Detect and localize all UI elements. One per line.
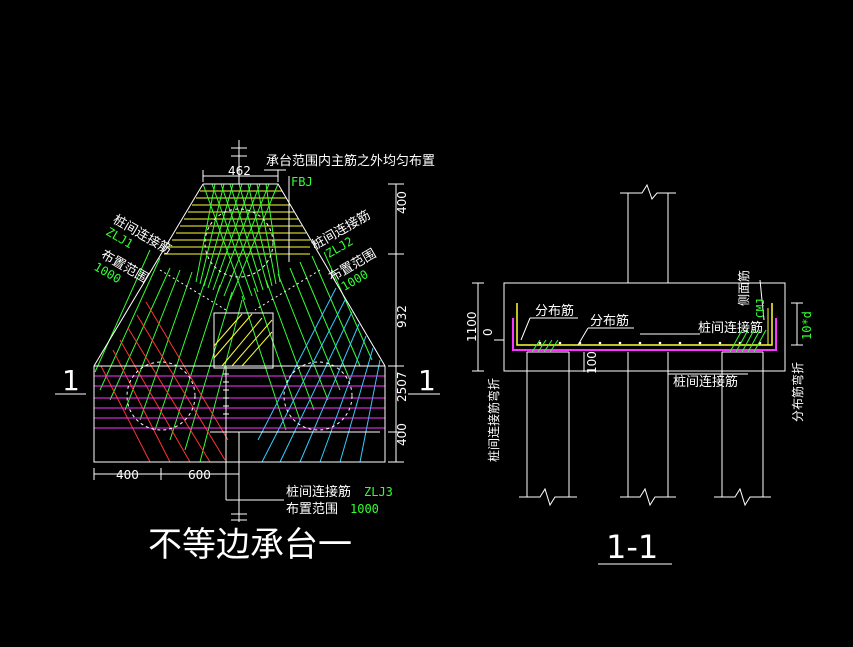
zlj1-red-rebar: [100, 301, 229, 463]
section-dim-left: [472, 282, 585, 372]
zlj3-magenta-rebar: [94, 365, 385, 429]
section-label-zhuangjian-2: 桩间连接筋: [673, 374, 738, 390]
plan-title: 不等边承台一: [148, 525, 352, 565]
section-dim-10d: 10*d: [800, 311, 814, 340]
section-dim-100: 100: [585, 351, 599, 374]
section-mark-left: 1: [62, 364, 80, 397]
section-view: 1100 0 100 10*d 分布筋 分布筋 桩间连接筋 桩间连接筋 侧面筋 …: [465, 183, 814, 566]
zlj3-range-val: 1000: [350, 502, 379, 516]
dim-right-2507: 2507: [395, 371, 409, 402]
section-dim-1100: 1100: [465, 311, 479, 342]
dim-top-label: 462: [228, 164, 251, 178]
column-section: [620, 183, 676, 283]
section-label-cemianjin: 侧面筋: [736, 270, 751, 306]
zlj3-name: 桩间连接筋: [286, 484, 351, 500]
section-label-left-vertical: 桩间连接筋弯折: [486, 378, 501, 462]
column-box: [213, 312, 274, 369]
zlj2-cyan-rebar: [257, 287, 381, 463]
section-label-fenbujin-2: 分布筋: [590, 313, 629, 329]
dim-right-400-bottom: 400: [395, 423, 409, 446]
dim-top: [202, 170, 290, 262]
dim-bottom-600: 600: [188, 468, 211, 482]
dim-bottom: [93, 468, 240, 480]
rebar-dots: [538, 341, 762, 345]
section-label-right-vertical: 分布筋弯折: [790, 362, 805, 422]
label-fbj: FBJ: [291, 175, 313, 189]
dim-right-400-top: 400: [395, 191, 409, 214]
section-bottom-rebar: [512, 318, 777, 351]
pile-left: [126, 361, 196, 431]
section-distribution-rebar: [516, 303, 773, 346]
side-rebar-hatch: [531, 329, 767, 353]
zlj1-range-group: 布置范围 1000: [92, 247, 151, 286]
note-top: 承台范围内主筋之外均匀布置: [266, 153, 435, 169]
zlj3-range: 布置范围: [286, 502, 338, 517]
pile-circles: [126, 208, 353, 431]
section-label-cm-code: CMJ: [754, 298, 767, 318]
dim-right: [388, 183, 404, 463]
section-label-zhuangjian-1: 桩间连接筋: [698, 320, 763, 336]
pile-sections: [519, 351, 771, 507]
axis-ticks: [223, 373, 229, 415]
section-mark-right: 1: [418, 364, 436, 397]
section-title: 1-1: [606, 528, 658, 566]
section-dim-0: 0: [481, 328, 495, 336]
dim-bottom-400: 400: [116, 468, 139, 482]
plan-view: 462 承台范围内主筋之外均匀布置 FBJ 400 932 2507 400 4…: [55, 140, 440, 565]
pile-cap-outline: [93, 183, 386, 463]
section-leaders: [520, 279, 765, 375]
pile-top: [204, 208, 274, 278]
zlj3-code: ZLJ3: [364, 485, 393, 499]
section-label-fenbujin-1: 分布筋: [535, 303, 574, 319]
pile-right: [283, 361, 353, 431]
dim-right-932: 932: [395, 305, 409, 328]
axis-lines: [210, 140, 380, 522]
cap-section: [503, 282, 786, 372]
